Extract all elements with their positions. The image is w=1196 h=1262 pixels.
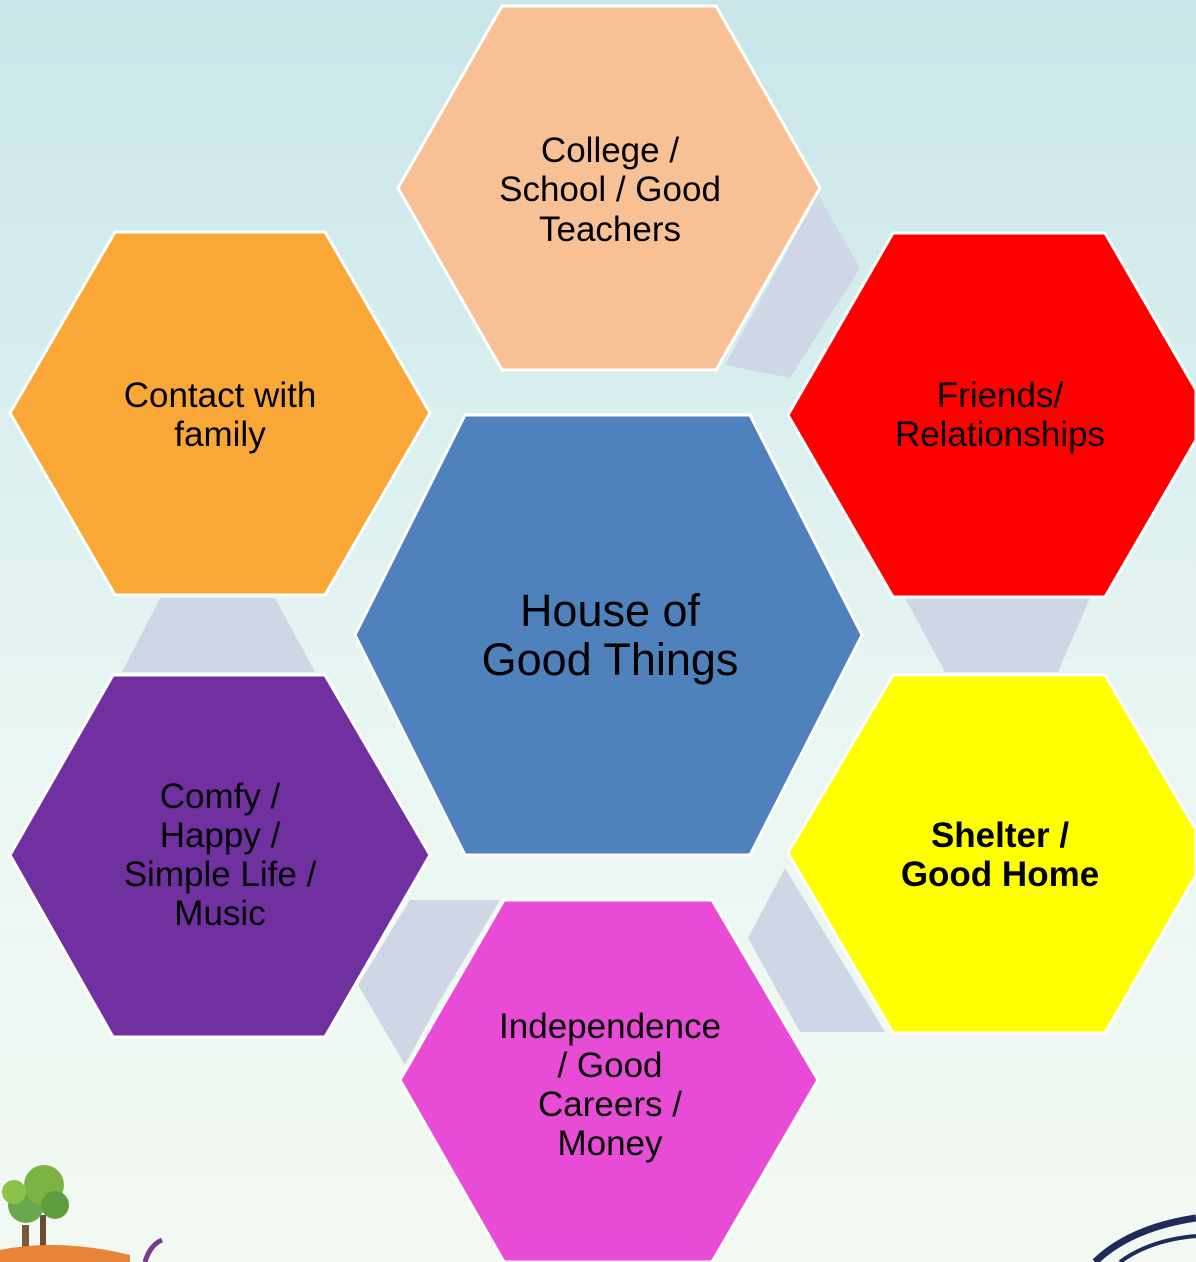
- comfy-label: Comfy /Happy /Simple Life /Music: [123, 776, 317, 934]
- hex-family: [8, 230, 432, 597]
- connector-college-friends: [725, 195, 860, 378]
- connector-friends-shelter: [905, 598, 1090, 672]
- hex-shelter: [786, 673, 1196, 1035]
- connector-shelter-independence: [748, 868, 885, 1032]
- shelter-label: Shelter /Good Home: [900, 815, 1100, 894]
- swoosh-logo: [1092, 1214, 1196, 1262]
- hex-friends: [786, 231, 1196, 599]
- connector-independence-comfy: [358, 900, 500, 1065]
- friends-label: Friends/Relationships: [894, 375, 1106, 454]
- hex-college: [396, 4, 822, 372]
- hex-independence: [398, 898, 820, 1262]
- hex-center: [353, 413, 864, 857]
- tree-logo: [0, 1165, 164, 1262]
- connector-comfy-family: [122, 598, 315, 672]
- hex-comfy: [8, 673, 432, 1039]
